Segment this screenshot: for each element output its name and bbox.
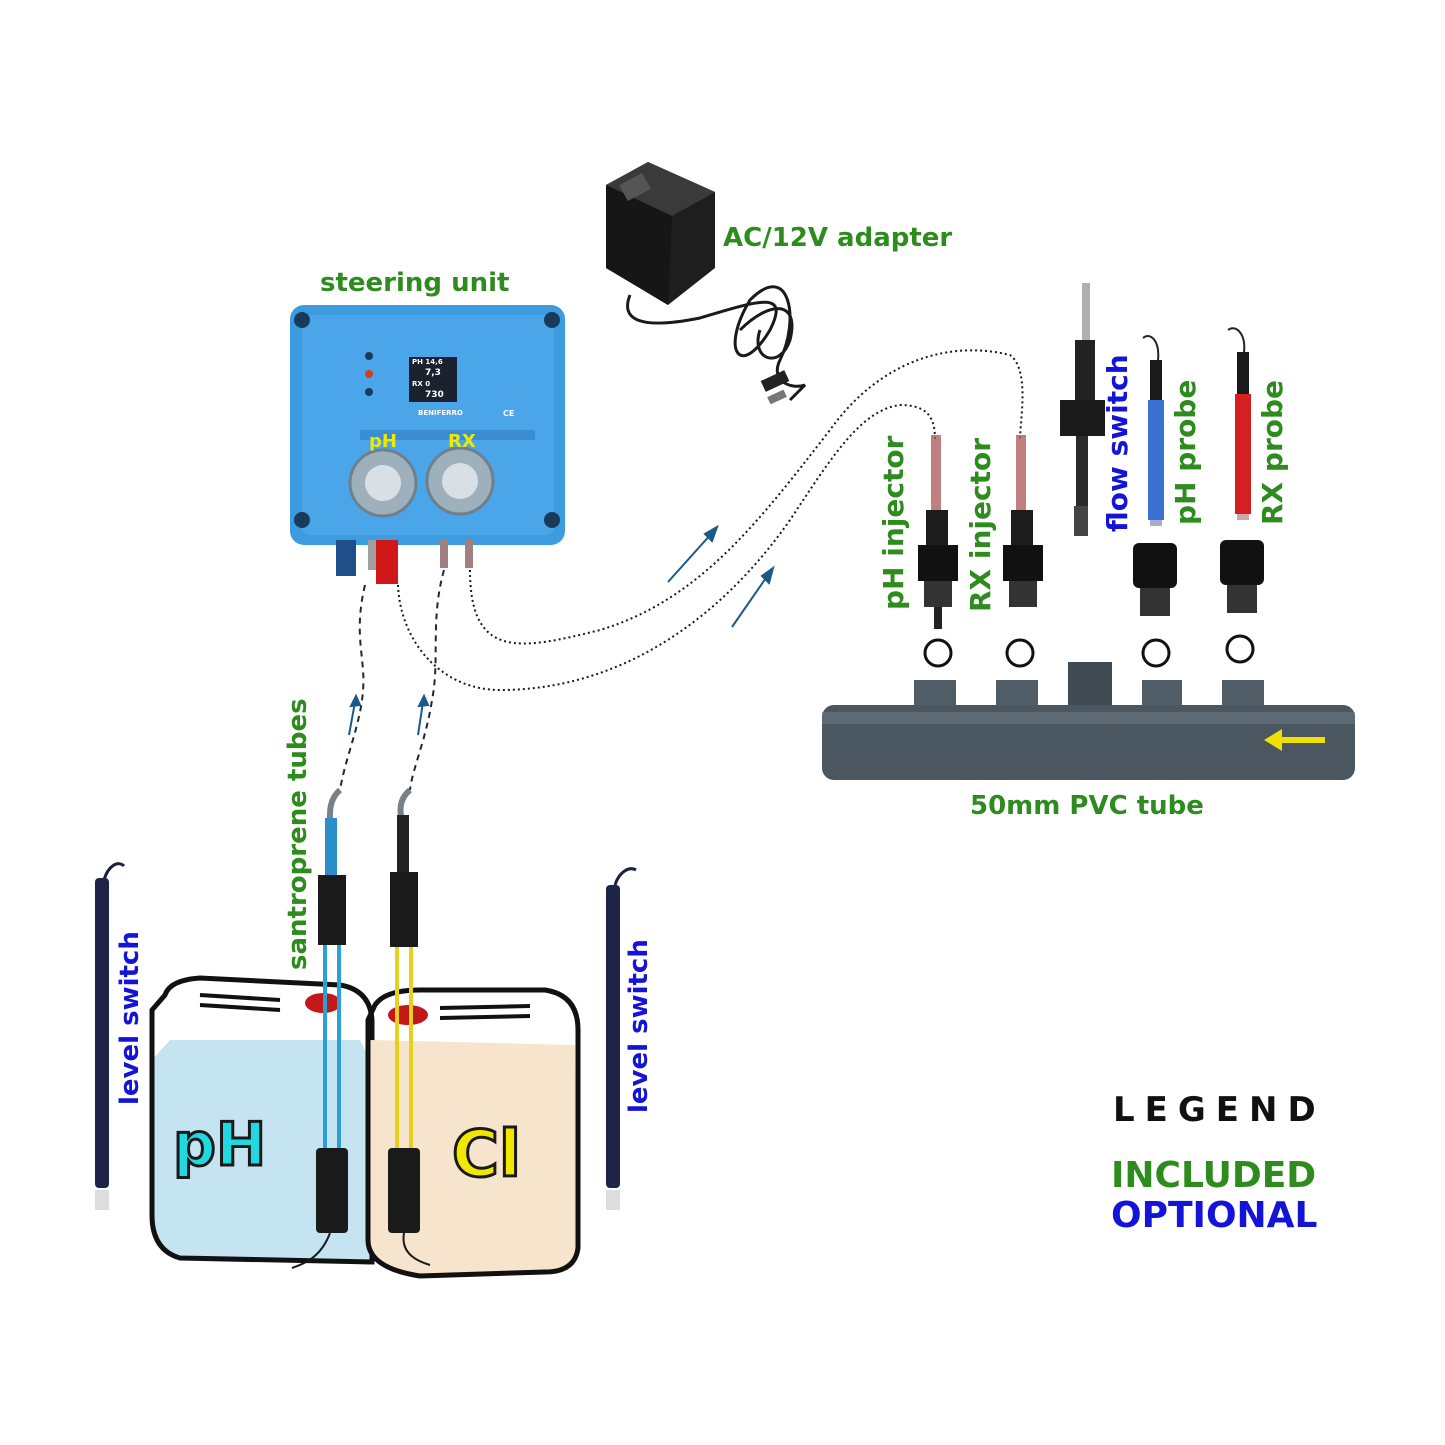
- pump-rx-label: RX: [448, 431, 476, 452]
- level-switch-left: [95, 862, 126, 1210]
- unit-brand: BENIFERRO: [418, 409, 463, 417]
- probe-gland-rx: [1220, 540, 1264, 613]
- dosing-arrows: [667, 524, 775, 628]
- cl-suction-lance: [388, 787, 431, 1266]
- pvc-tube: [822, 662, 1355, 780]
- suction-tubes: [339, 569, 445, 791]
- legend-optional: OPTIONAL: [1111, 1195, 1318, 1236]
- cl-canister-label: Cl: [451, 1118, 523, 1192]
- level-switch-right: [606, 867, 637, 1210]
- steering-unit-label: steering unit: [320, 268, 510, 298]
- unit-ce-mark: CE: [503, 409, 515, 418]
- pump-ph-label: pH: [369, 431, 397, 452]
- display-ph-value: 7,3: [425, 368, 441, 378]
- probe-gland-ph: [1133, 543, 1177, 616]
- ph-probe-label: pH probe: [1169, 379, 1202, 525]
- rx-probe: [1227, 327, 1251, 520]
- santroprene-tubes-label: santroprene tubes: [283, 698, 313, 970]
- pvc-tube-label: 50mm PVC tube: [970, 791, 1204, 821]
- legend-included: INCLUDED: [1111, 1155, 1317, 1196]
- dosing-lines: [397, 349, 1024, 692]
- flow-switch-label: flow switch: [1101, 354, 1134, 532]
- ac-adapter-label: AC/12V adapter: [723, 223, 953, 253]
- ph-injector-label: pH injector: [877, 435, 910, 610]
- ph-canister-label: pH: [171, 1110, 267, 1180]
- level-switch-right-label: level switch: [624, 939, 654, 1113]
- display-rx-value: 730: [425, 390, 444, 400]
- legend-title: LEGEND: [1113, 1090, 1326, 1130]
- suction-arrows: [348, 693, 430, 736]
- display-ph-line: PH 14,6: [412, 358, 443, 366]
- unit-display: [409, 357, 457, 402]
- rx-probe-label: RX probe: [1256, 379, 1289, 525]
- ac-adapter: [606, 162, 807, 405]
- flow-switch: [1060, 283, 1105, 536]
- steering-unit: [290, 305, 565, 584]
- ph-probe: [1142, 335, 1164, 526]
- rx-injector: [1003, 435, 1043, 607]
- ph-suction-lance: [291, 787, 348, 1269]
- ph-injector: [918, 435, 958, 629]
- o-rings: [923, 634, 1255, 668]
- level-switch-left-label: level switch: [115, 931, 145, 1105]
- display-rx-line: RX 0: [412, 380, 431, 388]
- rx-injector-label: RX injector: [964, 437, 997, 612]
